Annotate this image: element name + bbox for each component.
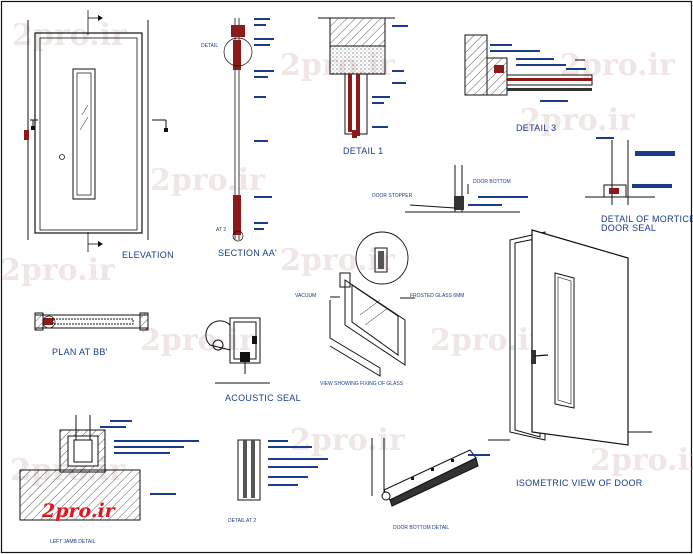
detail-callout: DETAIL bbox=[201, 43, 218, 49]
watermark: 2pro.ir bbox=[140, 323, 256, 358]
door-bottom-detail-drawing bbox=[371, 438, 490, 507]
detail-1-label: DETAIL 1 bbox=[343, 146, 383, 156]
watermark: 2pro.ir bbox=[290, 423, 406, 458]
mortice-detail-drawing bbox=[585, 137, 675, 205]
door-stopper-drawing bbox=[405, 165, 528, 213]
elevation-drawing bbox=[24, 10, 168, 252]
watermark: 2pro.ir bbox=[0, 253, 116, 288]
door-stopper-label: DOOR STOPPER bbox=[372, 193, 413, 199]
watermark: 2pro.ir bbox=[560, 48, 676, 83]
watermark: 2pro.ir bbox=[150, 163, 266, 198]
plan-bb-label: PLAN AT BB' bbox=[52, 347, 108, 357]
left-jamb-drawing bbox=[19, 415, 199, 521]
detail-at-2-label: DETAIL AT 2 bbox=[228, 518, 256, 524]
detail-3-drawing bbox=[464, 34, 593, 102]
elevation-label: ELEVATION bbox=[122, 250, 174, 260]
watermark: 2pro.ir bbox=[12, 18, 128, 53]
left-jamb-label: LEFT JAMB DETAIL bbox=[50, 539, 96, 545]
at-2-callout: AT 2 bbox=[216, 227, 226, 233]
watermark: 2pro.ir bbox=[430, 323, 546, 358]
section-aa-drawing: DETAIL AT 2 bbox=[201, 18, 274, 242]
acoustic-seal-drawing bbox=[205, 317, 270, 384]
detail-3-label: DETAIL 3 bbox=[516, 123, 556, 133]
door-seal-label: DOOR SEAL bbox=[601, 223, 656, 233]
isometric-label: ISOMETRIC VIEW OF DOOR bbox=[516, 478, 643, 488]
watermark-group: 2pro.ir 2pro.ir 2pro.ir 2pro.ir 2pro.ir … bbox=[0, 18, 693, 488]
section-aa-label: SECTION AA' bbox=[218, 248, 277, 258]
plan-bb-drawing bbox=[34, 312, 149, 331]
vacuum-label: VACUUM bbox=[295, 293, 316, 299]
watermark: 2pro.ir bbox=[520, 103, 636, 138]
frosted-glass-label: FROSTED GLASS 6MM bbox=[410, 293, 464, 299]
detail-at-2-drawing bbox=[237, 439, 328, 501]
glass-fixing-label: VIEW SHOWING FIXING OF GLASS bbox=[320, 381, 404, 387]
mortice-label: DETAIL OF MORTICE bbox=[601, 214, 693, 224]
isometric-door-drawing bbox=[488, 229, 652, 446]
watermark: 2pro.ir bbox=[590, 443, 693, 478]
glass-fixing-drawing bbox=[329, 231, 415, 377]
door-bottom-detail-label: DOOR BOTTOM DETAIL bbox=[393, 525, 449, 531]
site-logo: 2pro.ir bbox=[41, 500, 117, 522]
detail-1-drawing bbox=[318, 17, 408, 138]
door-bottom-label: DOOR BOTTOM bbox=[473, 179, 511, 185]
acoustic-seal-label: ACOUSTIC SEAL bbox=[225, 393, 301, 403]
